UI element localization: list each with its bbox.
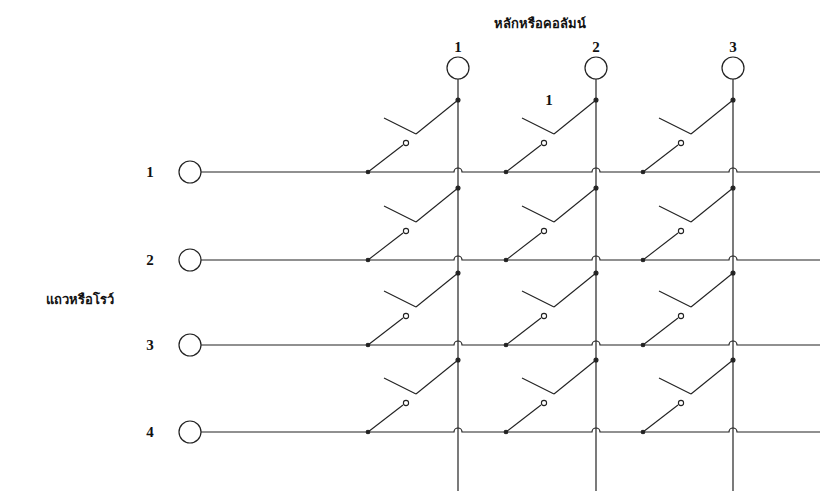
key-switch: [504, 358, 598, 434]
key-switch: [366, 271, 460, 347]
column-terminal: [722, 57, 744, 79]
key-switch: [641, 271, 735, 347]
row-terminal: [179, 249, 201, 271]
key-switch: [366, 358, 460, 434]
row-number: 3: [144, 337, 156, 354]
row-number: 4: [144, 424, 156, 441]
column-heading: หลักหรือคอลัมน์: [492, 17, 588, 31]
row-heading: แถวหรือโรว์: [44, 293, 116, 307]
column-wire: [457, 79, 458, 491]
stray-number: 1: [543, 92, 555, 109]
key-switch: [366, 98, 460, 174]
column-wire: [732, 79, 733, 491]
row-terminal: [179, 334, 201, 356]
column-number: 3: [727, 39, 739, 56]
row-terminal: [179, 421, 201, 443]
column-number: 2: [590, 39, 602, 56]
key-switch: [641, 358, 735, 434]
column-terminal: [447, 57, 469, 79]
row-number: 2: [144, 252, 156, 269]
key-switch: [504, 186, 598, 262]
row-number: 1: [144, 164, 156, 181]
column-number: 1: [452, 39, 464, 56]
column-terminal: [585, 57, 607, 79]
key-switch: [504, 98, 598, 174]
key-switch: [641, 186, 735, 262]
key-switch: [504, 271, 598, 347]
column-wire: [595, 79, 596, 491]
key-switch: [641, 98, 735, 174]
key-switch: [366, 186, 460, 262]
row-terminal: [179, 161, 201, 183]
